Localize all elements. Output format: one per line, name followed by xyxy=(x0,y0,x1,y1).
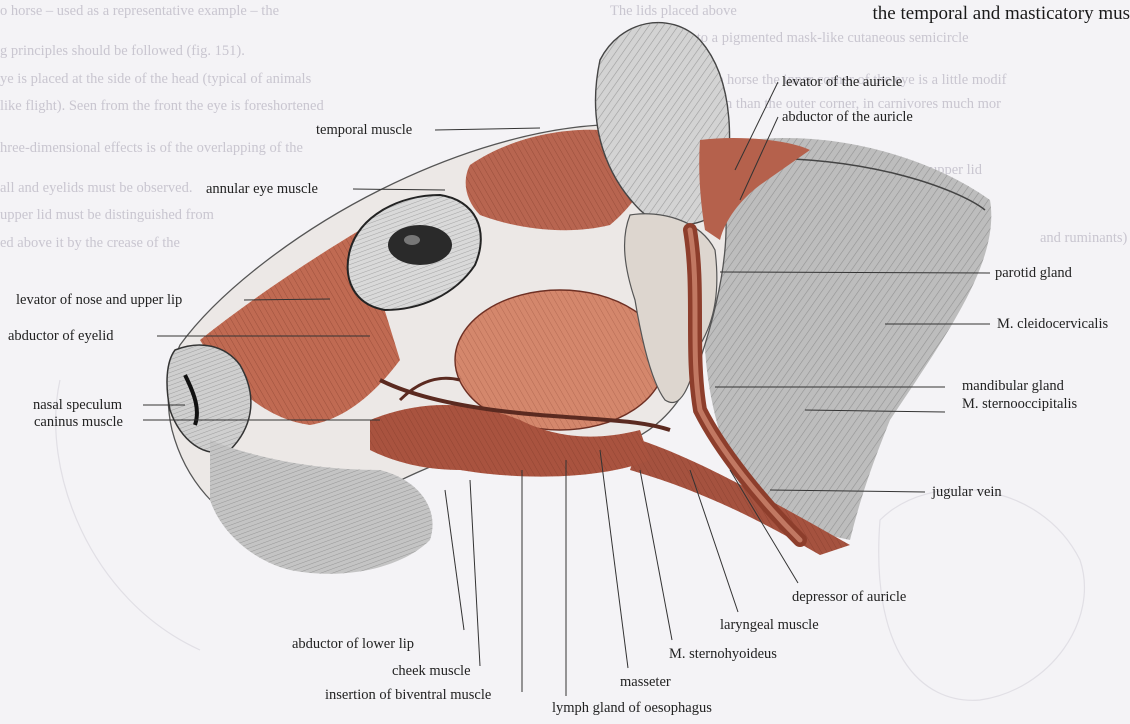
label-nasal-speculum: nasal speculum xyxy=(33,397,122,413)
label-depressor-auricle: depressor of auricle xyxy=(792,589,906,605)
label-jugular-vein: jugular vein xyxy=(932,484,1002,500)
label-laryngeal-muscle: laryngeal muscle xyxy=(720,617,819,633)
label-temporal-muscle: temporal muscle xyxy=(316,122,412,138)
label-cheek-muscle: cheek muscle xyxy=(392,663,471,679)
label-levator-nose-lip: levator of nose and upper lip xyxy=(16,292,182,308)
label-sternohyoideus: M. sternohyoideus xyxy=(669,646,777,662)
label-masseter: masseter xyxy=(620,674,671,690)
label-annular-eye-muscle: annular eye muscle xyxy=(206,181,318,197)
label-sternooccipitalis: M. sternooccipitalis xyxy=(962,396,1077,412)
label-abductor-eyelid: abductor of eyelid xyxy=(8,328,114,344)
label-abductor-auricle: abductor of the auricle xyxy=(782,109,913,125)
label-caninus-muscle: caninus muscle xyxy=(34,414,123,430)
label-levator-auricle: levator of the auricle xyxy=(782,74,902,90)
page-heading: the temporal and masticatory mus xyxy=(873,3,1130,25)
eyeball xyxy=(388,225,452,265)
label-parotid-gland: parotid gland xyxy=(995,265,1072,281)
label-cleidocervicalis: M. cleidocervicalis xyxy=(997,316,1108,332)
label-mandibular-gland: mandibular gland xyxy=(962,378,1064,394)
label-abductor-lower-lip: abductor of lower lip xyxy=(292,636,414,652)
label-lymph-gland: lymph gland of oesophagus xyxy=(552,700,712,716)
label-insertion-biventral: insertion of biventral muscle xyxy=(325,687,491,703)
